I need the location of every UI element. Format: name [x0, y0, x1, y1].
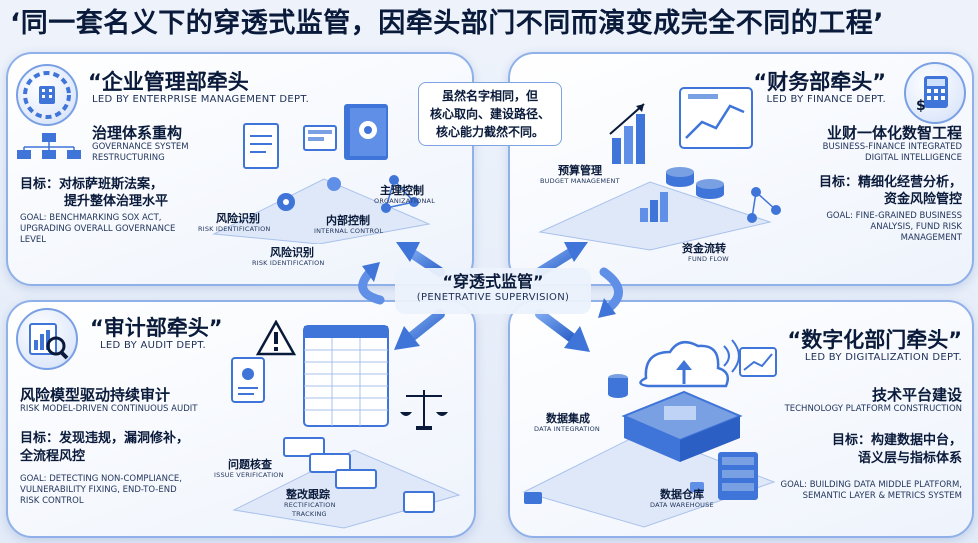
goal-finance-en-3: MANAGEMENT	[900, 233, 962, 243]
label-internal-control-en: INTERNAL CONTROL	[314, 227, 384, 235]
center-label-cn: “穿透式监管”	[442, 272, 544, 291]
goal-audit-en-2: VULNERABILITY FIXING, END-TO-END	[20, 485, 177, 495]
goal-enterprise-2: 提升整体治理水平	[64, 194, 169, 209]
goal-digital-2: 语义层与指标体系	[857, 451, 962, 466]
heading-audit: “审计部牵头”	[90, 316, 223, 340]
goal-audit-2: 全流程风控	[20, 449, 86, 464]
label-risk-identification-2-en: RISK IDENTIFICATION	[252, 259, 325, 267]
org-tree-icon	[16, 132, 82, 164]
heading-finance-en: LED BY FINANCE DEPT.	[766, 94, 886, 105]
goal-enterprise-1: 目标：对标萨班斯法案，	[20, 177, 164, 192]
sub-audit: 风险模型驱动持续审计	[20, 386, 171, 404]
finance-illustration	[530, 82, 790, 256]
label-budget-management: 预算管理	[558, 164, 602, 177]
sub-enterprise-en-1: GOVERNANCE SYSTEM	[92, 142, 189, 152]
svg-text:$: $	[916, 98, 926, 114]
heading-enterprise: “企业管理部牵头	[88, 70, 249, 94]
sub-enterprise: 治理体系重构	[92, 124, 183, 142]
arrow-to-digital	[535, 309, 590, 352]
label-issue-verification: 问题核查	[228, 458, 272, 471]
label-rectification-en: RECTIFICATION	[284, 501, 336, 509]
sub-finance-en-2: DIGITAL INTELLIGENCE	[865, 153, 962, 163]
sub-digital-en: TECHNOLOGY PLATFORM CONSTRUCTION	[784, 404, 962, 414]
label-internal-control: 内部控制	[326, 214, 370, 227]
goal-audit-en-1: GOAL: DETECTING NON-COMPLIANCE,	[20, 474, 182, 484]
callout-line-3: 核心能力截然不同。	[435, 125, 544, 139]
callout-line-1: 虽然名字相同，但	[441, 89, 538, 103]
heading-enterprise-en: LED BY ENTERPRISE MANAGEMENT DEPT.	[92, 94, 310, 105]
curve-left	[358, 262, 385, 305]
label-risk-identification-1-en: RISK IDENTIFICATION	[198, 225, 271, 233]
heading-finance: “财务部牵头”	[753, 70, 886, 94]
goal-audit-en-3: RISK CONTROL	[20, 496, 84, 506]
sub-finance: 业财一体化数智工程	[826, 124, 962, 142]
goal-digital-en-2: SEMANTIC LAYER & METRICS SYSTEM	[802, 491, 962, 501]
goal-digital-en-1: GOAL: BUILDING DATA MIDDLE PLATFORM,	[780, 480, 962, 490]
goal-enterprise-en-3: LEVEL	[20, 235, 47, 245]
label-issue-verification-en: ISSUE VERIFICATION	[214, 471, 284, 479]
label-rectification: 整改跟踪	[286, 488, 330, 501]
sub-finance-en-1: BUSINESS-FINANCE INTEGRATED	[822, 142, 962, 152]
label-fund-flow-en: FUND FLOW	[688, 255, 729, 263]
label-data-warehouse-en: DATA WAREHOUSE	[650, 501, 714, 509]
panel-digitalization: “数字化部门牵头” LED BY DIGITALIZATION DEPT. 技术…	[508, 300, 974, 538]
label-risk-identification-2: 风险识别	[270, 246, 314, 259]
label-data-integration-en: DATA INTEGRATION	[534, 425, 600, 433]
curve-right	[598, 267, 623, 318]
audit-illustration	[214, 319, 464, 534]
sub-enterprise-en-2: RESTRUCTURING	[92, 153, 165, 163]
heading-digital: “数字化部门牵头”	[787, 328, 962, 352]
magnifier-chart-icon	[16, 308, 78, 370]
goal-finance-1: 目标：精细化经营分析，	[818, 175, 962, 190]
heading-audit-en: LED BY AUDIT DEPT.	[100, 340, 207, 351]
goal-digital-1: 目标：构建数据中台，	[831, 433, 962, 448]
goal-enterprise-en-1: GOAL: BENCHMARKING SOX ACT,	[20, 213, 162, 223]
center-label: “穿透式监管” (PENETRATIVE SUPERVISION)	[395, 268, 591, 314]
enterprise-illustration	[204, 84, 434, 248]
callout-box: 虽然名字相同，但 核心取向、建设路径、 核心能力截然不同。	[418, 82, 562, 146]
calculator-icon: $	[904, 62, 966, 124]
org-chart-icon	[16, 64, 78, 126]
page-title: ‘同一套名义下的穿透式监管，因牵头部门不同而演变成完全不同的工程’	[10, 8, 885, 39]
label-data-warehouse: 数据仓库	[660, 488, 704, 501]
callout-line-2: 核心取向、建设路径、	[429, 107, 550, 121]
label-organizational-en: ORGANIZATIONAL	[374, 197, 436, 205]
label-data-integration: 数据集成	[546, 412, 590, 425]
heading-digital-en: LED BY DIGITALIZATION DEPT.	[804, 352, 962, 363]
panel-enterprise-management: “企业管理部牵头 LED BY ENTERPRISE MANAGEMENT DE…	[6, 52, 474, 286]
goal-finance-en-2: ANALYSIS, FUND RISK	[870, 222, 962, 232]
goal-enterprise-en-2: UPGRADING OVERALL GOVERNANCE	[20, 224, 176, 234]
label-fund-flow: 资金流转	[682, 242, 726, 255]
cloud-server-icon	[514, 322, 784, 536]
label-risk-identification-1: 风险识别	[216, 212, 260, 225]
center-label-en: (PENETRATIVE SUPERVISION)	[416, 292, 570, 303]
sub-digital: 技术平台建设	[871, 386, 962, 404]
goal-finance-en-1: GOAL: FINE-GRAINED BUSINESS	[826, 211, 962, 221]
goal-audit-1: 目标：发现违规，漏洞修补，	[20, 431, 190, 446]
label-tracking-en: TRACKING	[292, 510, 327, 518]
panel-audit: “审计部牵头” LED BY AUDIT DEPT. 风险模型驱动持续审计 RI…	[6, 300, 476, 538]
goal-finance-2: 资金风险管控	[883, 192, 962, 207]
arrow-to-audit	[394, 309, 445, 350]
label-organizational: 主理控制	[380, 184, 424, 197]
sub-audit-en: RISK MODEL-DRIVEN CONTINUOUS AUDIT	[20, 404, 198, 414]
label-budget-management-en: BUDGET MANAGEMENT	[540, 177, 620, 185]
panel-finance: $ “财务部牵头” LED BY FINANCE DEPT. 业财一体化数智工程…	[508, 52, 974, 286]
